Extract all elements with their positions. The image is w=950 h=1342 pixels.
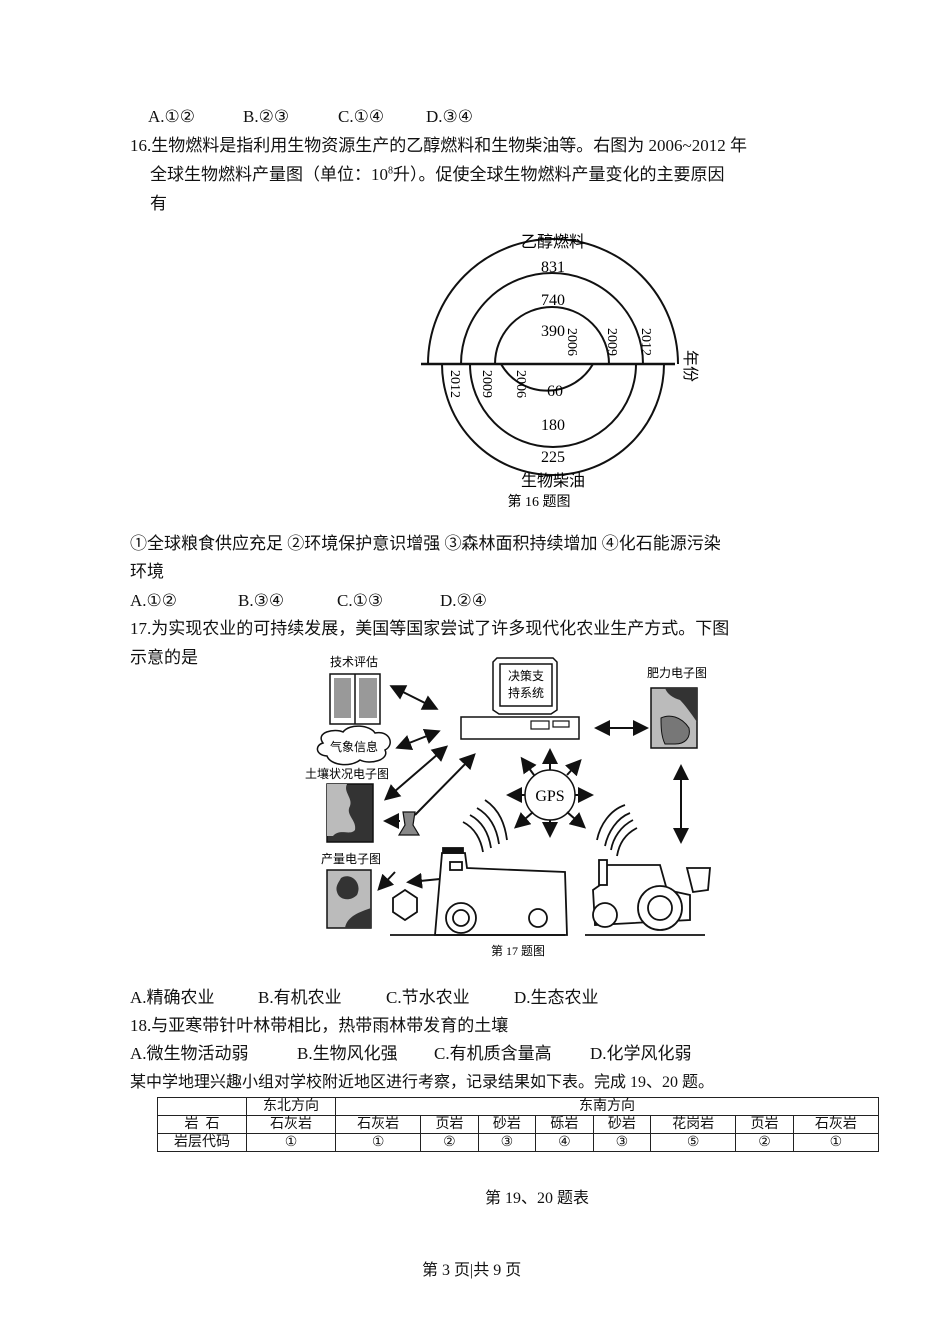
ethanol-2006-value: 390: [541, 323, 565, 340]
book-icon: [329, 673, 381, 725]
year-label-2006-top: 2006: [564, 328, 579, 356]
q16-stem-text: 全球生物燃料产量图（单位：10: [150, 165, 388, 184]
year-label-2012-top: 2012: [638, 328, 653, 356]
year-label-2012-bottom: 2012: [447, 370, 462, 398]
q19-20-table-caption: 第 19、20 题表: [485, 1190, 590, 1207]
q16-option-a: A.①②: [130, 591, 178, 610]
table-row-rock: 岩 石 石灰岩 石灰岩 页岩 砂岩 砾岩 砂岩 花岗岩 页岩 石灰岩: [157, 1115, 880, 1134]
q17-option-c: C.节水农业: [386, 988, 470, 1007]
q18-option-b: B.生物风化强: [297, 1044, 398, 1063]
q16-option-d: D.②④: [440, 591, 488, 610]
code-cell: ①: [246, 1133, 336, 1152]
sensor-icon: [397, 811, 421, 836]
chart-title-biodiesel: 生物柴油: [521, 472, 585, 490]
label-soil-map: 土壤状况电子图: [305, 766, 389, 781]
fertility-map-icon: [650, 687, 698, 749]
rock-cell: 页岩: [420, 1115, 479, 1134]
q17-option-a: A.精确农业: [130, 988, 215, 1007]
rock-survey-table: 东北方向 东南方向 岩 石 石灰岩 石灰岩 页岩 砂岩 砾岩 砂岩 花岗岩 页岩…: [157, 1097, 880, 1152]
q18-option-a: A.微生物活动弱: [130, 1044, 249, 1063]
label-fertility-map: 肥力电子图: [647, 666, 707, 680]
q18-stem: 18.与亚寒带针叶林带相比，热带雨林带发育的土壤: [130, 1016, 509, 1035]
rock-cell: 石灰岩: [792, 1115, 880, 1134]
signal-waves-right: [596, 804, 638, 857]
label-tech-eval: 技术评估: [330, 655, 378, 669]
code-cell: ②: [735, 1133, 794, 1152]
q17-option-d: D.生态农业: [514, 988, 599, 1007]
q16-stem-text-b: 升）。促使全球生物燃料产量变化的主要原因: [393, 165, 725, 184]
signal-waves-left: [462, 799, 508, 853]
q17-stem-line1: 17.为实现农业的可持续发展，美国等国家尝试了许多现代化农业生产方式。下图: [130, 619, 730, 638]
computer-icon: [460, 657, 580, 740]
q15-option-a: A.①②: [148, 107, 196, 126]
biodiesel-2006-value: 60: [547, 383, 563, 400]
q16-statements-line1: ①全球粮食供应充足 ②环境保护意识增强 ③森林面积持续增加 ④化石能源污染: [130, 534, 721, 553]
q16-figure-caption: 第 16 题图: [508, 493, 571, 510]
year-label-2009-bottom: 2009: [479, 370, 494, 398]
table-header-row: 东北方向 东南方向: [157, 1097, 879, 1116]
code-cell: ②: [420, 1133, 479, 1152]
q17-stem-line2: 示意的是: [130, 648, 198, 667]
code-cell: ①: [792, 1133, 880, 1152]
q15-option-d: D.③④: [426, 107, 474, 126]
q15-option-c: C.①④: [338, 107, 385, 126]
q16-option-c: C.①③: [337, 591, 384, 610]
year-label-2009-top: 2009: [604, 328, 619, 356]
label-decision-line1: 决策支: [508, 669, 544, 683]
q17-figure-caption: 第 17 题图: [491, 944, 545, 958]
code-cell: ④: [535, 1133, 594, 1152]
harvester-icon: [390, 847, 568, 936]
q15-option-b: B.②③: [243, 107, 290, 126]
q16-option-b: B.③④: [238, 591, 285, 610]
code-cell: ⑤: [650, 1133, 737, 1152]
q17-precision-agriculture-diagram: 技术评估 气象信息 土壤状况电子图 产量电子图 决策支 持系统 肥力电子图: [305, 655, 711, 958]
q17-options: A.精确农业 B.有机农业 C.节水农业 D.生态农业: [130, 987, 599, 1009]
code-cell: ③: [592, 1133, 652, 1152]
rock-cell: 页岩: [735, 1115, 794, 1134]
label-weather: 气象信息: [330, 739, 378, 754]
rock-cell: 砾岩: [535, 1115, 594, 1134]
header-southeast: 东南方向: [335, 1097, 879, 1116]
code-cell: ③: [477, 1133, 537, 1152]
row-label-rock: 岩 石: [157, 1115, 247, 1134]
q18-option-c: C.有机质含量高: [434, 1044, 552, 1063]
q16-options: A.①② B.③④ C.①③ D.②④: [130, 590, 487, 612]
q17-option-b: B.有机农业: [258, 988, 342, 1007]
soil-map-icon: [326, 783, 374, 843]
rock-cell: 石灰岩: [334, 1115, 422, 1134]
axis-label-year: 年份: [681, 350, 699, 382]
page-footer: 第 3 页|共 9 页: [422, 1262, 522, 1279]
ethanol-2009-value: 740: [541, 292, 565, 309]
code-cell: ①: [334, 1133, 422, 1152]
row-label-code: 岩层代码: [157, 1133, 247, 1152]
q16-stem-line1: 16.生物燃料是指利用生物资源生产的乙醇燃料和生物柴油等。右图为 2006~20…: [130, 136, 747, 155]
table-corner-cell: [157, 1097, 247, 1116]
biodiesel-2012-value: 225: [541, 449, 565, 466]
q19-20-intro: 某中学地理兴趣小组对学校附近地区进行考察，记录结果如下表。完成 19、20 题。: [130, 1074, 715, 1091]
label-decision-line2: 持系统: [508, 685, 544, 700]
q16-statements-line2: 环境: [130, 562, 164, 581]
q18-option-d: D.化学风化弱: [590, 1044, 692, 1063]
q15-options: A.①② B.②③ C.①④ D.③④: [148, 106, 473, 128]
q16-biofuel-chart: 乙醇燃料 831 740 390 60 180 225 生物柴油 2006 20…: [421, 233, 699, 510]
tractor-icon: [585, 859, 711, 936]
label-gps: GPS: [535, 788, 564, 805]
chart-title-ethanol: 乙醇燃料: [521, 233, 585, 251]
q18-options: A.微生物活动弱 B.生物风化强 C.有机质含量高 D.化学风化弱: [130, 1043, 692, 1065]
rock-cell: 砂岩: [592, 1115, 652, 1134]
rock-cell: 花岗岩: [650, 1115, 737, 1134]
header-northeast: 东北方向: [246, 1097, 336, 1116]
table-row-code: 岩层代码 ① ① ② ③ ④ ③ ⑤ ② ①: [157, 1133, 880, 1152]
rock-cell: 石灰岩: [246, 1115, 336, 1134]
yield-map-icon: [326, 869, 372, 929]
q16-stem-line2: 全球生物燃料产量图（单位：108升）。促使全球生物燃料产量变化的主要原因: [150, 164, 725, 186]
biodiesel-2009-value: 180: [541, 417, 565, 434]
ethanol-2012-value: 831: [541, 259, 565, 276]
label-yield-map: 产量电子图: [321, 852, 381, 866]
q16-exponent: 8: [388, 165, 393, 177]
year-label-2006-bottom: 2006: [513, 370, 528, 398]
rock-cell: 砂岩: [477, 1115, 537, 1134]
q16-stem-line3: 有: [150, 194, 167, 213]
